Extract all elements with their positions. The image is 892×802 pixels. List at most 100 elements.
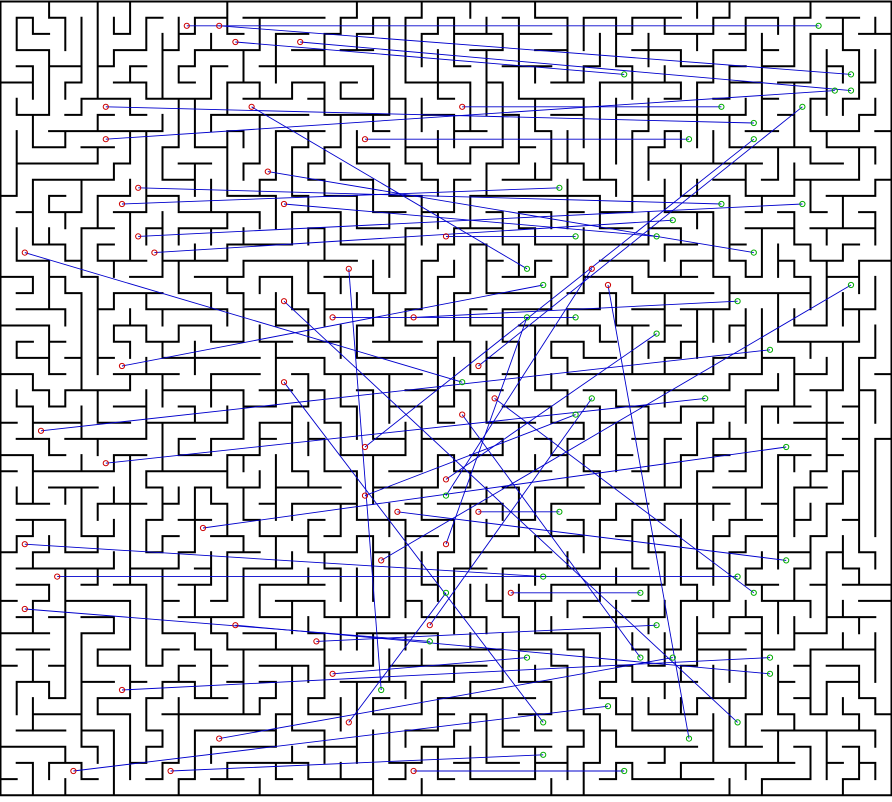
- start-marker: [102, 460, 109, 467]
- start-marker: [216, 735, 223, 742]
- end-marker: [523, 265, 531, 272]
- start-marker: [183, 22, 190, 29]
- start-marker: [394, 508, 401, 515]
- start-marker: [102, 136, 109, 143]
- connection-line: [219, 25, 852, 75]
- end-marker: [847, 281, 855, 289]
- connection-line: [478, 106, 803, 367]
- end-marker: [799, 200, 806, 208]
- start-marker: [345, 265, 352, 272]
- connection-line: [348, 592, 447, 723]
- connection-line: [332, 657, 528, 675]
- connection-line: [170, 754, 544, 772]
- start-marker: [361, 136, 369, 143]
- connection-line: [235, 41, 625, 75]
- connection-line: [380, 284, 852, 561]
- start-marker: [410, 314, 417, 321]
- connection-line: [154, 219, 673, 254]
- end-marker: [653, 622, 660, 629]
- start-marker: [248, 103, 255, 110]
- end-marker: [669, 654, 676, 661]
- end-marker: [442, 589, 450, 596]
- start-marker: [361, 492, 369, 499]
- end-marker: [426, 638, 433, 645]
- connection-line: [445, 333, 657, 480]
- end-marker: [734, 298, 741, 305]
- connection-line: [494, 398, 755, 594]
- end-marker: [604, 703, 612, 710]
- connection-line: [445, 268, 593, 496]
- connection-line: [105, 106, 754, 124]
- end-marker: [750, 589, 757, 596]
- end-marker: [653, 233, 660, 240]
- end-marker: [750, 136, 757, 143]
- end-marker: [572, 411, 579, 418]
- end-marker: [815, 22, 822, 29]
- start-marker: [297, 38, 304, 46]
- start-marker: [442, 233, 450, 240]
- start-marker: [135, 233, 142, 240]
- end-marker: [783, 557, 790, 564]
- start-marker: [232, 622, 239, 629]
- end-marker: [734, 719, 741, 726]
- end-marker: [799, 103, 806, 110]
- end-marker: [556, 184, 563, 191]
- end-marker: [766, 654, 774, 661]
- start-marker: [21, 605, 28, 613]
- end-marker: [621, 71, 628, 78]
- end-marker: [523, 314, 531, 321]
- start-marker: [604, 281, 612, 289]
- start-marker: [588, 265, 595, 272]
- start-marker: [475, 508, 482, 515]
- end-marker: [847, 71, 855, 78]
- connection-line: [364, 414, 576, 497]
- connection-line: [105, 397, 706, 464]
- end-marker: [572, 233, 579, 240]
- connection-line: [121, 657, 771, 691]
- connection-line: [24, 543, 544, 578]
- end-marker: [669, 217, 676, 224]
- start-marker: [280, 379, 288, 386]
- connection-line: [348, 268, 382, 691]
- connection-line: [40, 349, 771, 432]
- end-marker: [750, 119, 757, 127]
- start-marker: [426, 622, 433, 629]
- connection-line: [607, 284, 690, 739]
- connection-line: [300, 41, 852, 92]
- connection-line: [461, 414, 641, 658]
- start-marker: [280, 298, 288, 305]
- end-marker: [556, 508, 563, 515]
- start-marker: [264, 168, 271, 175]
- end-marker: [540, 719, 547, 726]
- start-marker: [378, 557, 385, 564]
- end-marker: [637, 589, 644, 596]
- start-marker: [232, 38, 239, 46]
- start-marker: [37, 427, 45, 434]
- start-marker: [329, 314, 336, 321]
- end-marker: [734, 573, 741, 580]
- start-marker: [475, 362, 482, 370]
- end-marker: [540, 751, 547, 758]
- connection-line: [283, 300, 738, 723]
- end-marker: [637, 654, 644, 661]
- start-marker: [54, 573, 61, 580]
- connection-line: [138, 187, 722, 205]
- connection-line: [24, 252, 463, 383]
- end-marker: [718, 103, 725, 110]
- end-marker: [750, 249, 757, 256]
- end-marker: [653, 330, 660, 337]
- start-marker: [102, 103, 109, 110]
- start-marker: [442, 476, 450, 483]
- start-marker: [410, 767, 417, 775]
- connection-line: [316, 624, 657, 642]
- end-marker: [847, 87, 855, 94]
- end-marker: [442, 492, 450, 499]
- end-marker: [459, 379, 466, 386]
- connection-lines: [24, 25, 852, 772]
- start-marker: [199, 524, 207, 532]
- start-marker: [118, 686, 126, 694]
- connection-line: [121, 187, 560, 205]
